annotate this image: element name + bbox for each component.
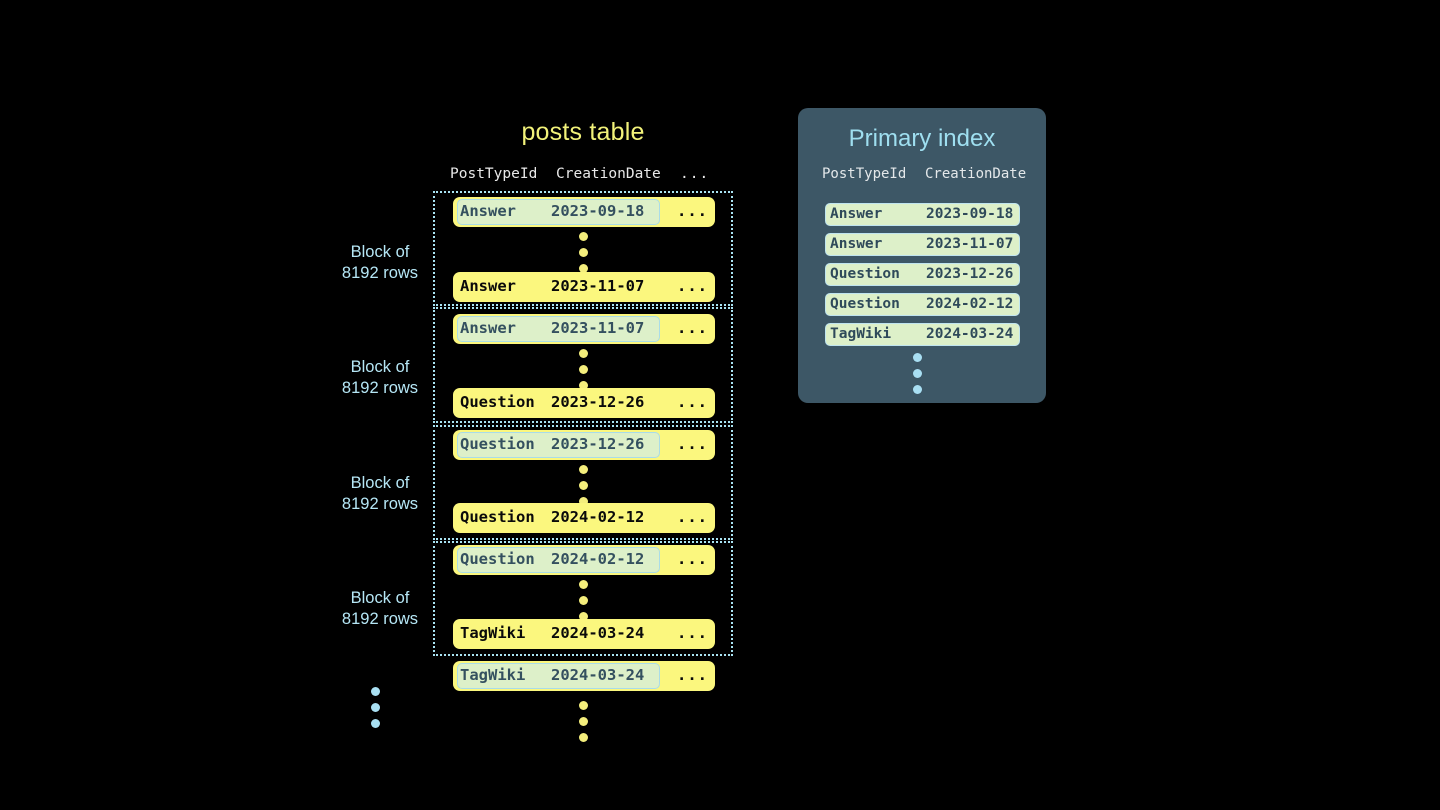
- posts-table-diagram: posts table PostTypeId CreationDate ... …: [330, 118, 750, 748]
- index-continuation-dots: [913, 353, 923, 394]
- row-cell-posttypeid: Question: [460, 435, 535, 453]
- block-label-2-line2: 8192 rows: [341, 379, 419, 397]
- row-cell-creationdate: 2024-03-24: [551, 666, 645, 684]
- row-cell-creationdate: 2023-11-07: [551, 277, 645, 295]
- block-boundary-4: [433, 541, 733, 656]
- table-row[interactable]: Question 2023-12-26 ...: [453, 388, 715, 418]
- row-cell-posttypeid: Question: [460, 550, 535, 568]
- block-boundary-3: [433, 425, 733, 540]
- block-label-3-line2: 8192 rows: [341, 495, 419, 513]
- primary-index-panel: Primary index PostTypeId CreationDate An…: [798, 108, 1046, 403]
- index-column-header-creationdate: CreationDate: [925, 166, 1027, 182]
- row-cell-posttypeid: Answer: [460, 202, 516, 220]
- posts-table-column-headers: PostTypeId CreationDate ...: [433, 166, 733, 188]
- row-cell-ellipsis: ...: [677, 202, 708, 220]
- index-row[interactable]: Answer 2023-11-07: [825, 233, 1020, 256]
- index-row[interactable]: TagWiki 2024-03-24: [825, 323, 1020, 346]
- posts-table-title: posts table: [521, 118, 645, 146]
- index-row[interactable]: Question 2023-12-26: [825, 263, 1020, 286]
- block-label-2-line1: Block of: [350, 358, 410, 376]
- block-label-2: Block of 8192 rows: [330, 357, 430, 399]
- table-row[interactable]: Question 2024-02-12 ...: [453, 503, 715, 533]
- primary-index-title: Primary index: [848, 125, 996, 152]
- row-cell-creationdate: 2023-12-26: [551, 393, 645, 411]
- row-key-highlight: [457, 316, 660, 342]
- column-header-creationdate: CreationDate: [556, 166, 661, 182]
- primary-index-column-headers: PostTypeId CreationDate: [798, 166, 1046, 186]
- index-cell-creationdate: 2023-12-26: [926, 266, 1014, 282]
- row-key-highlight: [457, 432, 660, 458]
- index-cell-posttypeid: Question: [830, 296, 900, 312]
- row-cell-posttypeid: Question: [460, 508, 535, 526]
- index-row[interactable]: Question 2024-02-12: [825, 293, 1020, 316]
- block-label-4-line1: Block of: [350, 589, 410, 607]
- table-row[interactable]: Answer 2023-11-07 ...: [453, 314, 715, 344]
- table-continuation-dots: [579, 701, 589, 742]
- column-header-posttypeid: PostTypeId: [450, 166, 538, 182]
- row-cell-ellipsis: ...: [677, 624, 708, 642]
- block-label-4-line2: 8192 rows: [341, 610, 419, 628]
- row-cell-posttypeid: Answer: [460, 319, 516, 337]
- row-cell-posttypeid: TagWiki: [460, 624, 526, 642]
- block-label-1: Block of 8192 rows: [330, 242, 430, 284]
- table-row[interactable]: Question 2024-02-12 ...: [453, 545, 715, 575]
- index-cell-posttypeid: Question: [830, 266, 900, 282]
- row-cell-ellipsis: ...: [677, 435, 708, 453]
- row-ellipsis-dots-4: [579, 580, 589, 621]
- block-label-1-line1: Block of: [350, 243, 410, 261]
- table-row[interactable]: Answer 2023-09-18 ...: [453, 197, 715, 227]
- row-key-highlight: [457, 547, 660, 573]
- block-boundary-1: [433, 191, 733, 306]
- index-cell-creationdate: 2024-02-12: [926, 296, 1014, 312]
- row-ellipsis-dots-2: [579, 349, 589, 390]
- index-cell-posttypeid: TagWiki: [830, 326, 892, 342]
- block-label-1-line2: 8192 rows: [341, 264, 419, 282]
- row-cell-ellipsis: ...: [677, 319, 708, 337]
- block-label-4: Block of 8192 rows: [330, 588, 430, 630]
- block-label-3-line1: Block of: [350, 474, 410, 492]
- row-cell-ellipsis: ...: [677, 666, 708, 684]
- index-column-header-posttypeid: PostTypeId: [822, 166, 907, 182]
- row-cell-ellipsis: ...: [677, 550, 708, 568]
- index-cell-posttypeid: Answer: [830, 206, 883, 222]
- column-header-ellipsis: ...: [680, 166, 710, 182]
- row-cell-creationdate: 2024-03-24: [551, 624, 645, 642]
- table-row[interactable]: Question 2023-12-26 ...: [453, 430, 715, 460]
- row-cell-ellipsis: ...: [677, 393, 708, 411]
- row-cell-ellipsis: ...: [677, 508, 708, 526]
- row-cell-creationdate: 2023-11-07: [551, 319, 645, 337]
- row-cell-ellipsis: ...: [677, 277, 708, 295]
- table-row[interactable]: TagWiki 2024-03-24 ...: [453, 661, 715, 691]
- row-cell-posttypeid: Answer: [460, 277, 516, 295]
- row-cell-creationdate: 2024-02-12: [551, 508, 645, 526]
- index-cell-creationdate: 2024-03-24: [926, 326, 1014, 342]
- table-row[interactable]: TagWiki 2024-03-24 ...: [453, 619, 715, 649]
- row-cell-posttypeid: TagWiki: [460, 666, 526, 684]
- index-cell-creationdate: 2023-09-18: [926, 206, 1014, 222]
- table-row[interactable]: Answer 2023-11-07 ...: [453, 272, 715, 302]
- index-cell-posttypeid: Answer: [830, 236, 883, 252]
- block-label-3: Block of 8192 rows: [330, 473, 430, 515]
- row-cell-creationdate: 2023-12-26: [551, 435, 645, 453]
- row-cell-creationdate: 2024-02-12: [551, 550, 645, 568]
- row-ellipsis-dots-3: [579, 465, 589, 506]
- row-key-highlight: [457, 199, 660, 225]
- row-cell-posttypeid: Question: [460, 393, 535, 411]
- row-cell-creationdate: 2023-09-18: [551, 202, 645, 220]
- row-ellipsis-dots-1: [579, 232, 589, 273]
- row-key-highlight: [457, 663, 660, 689]
- index-cell-creationdate: 2023-11-07: [926, 236, 1014, 252]
- block-boundary-2: [433, 307, 733, 423]
- index-row[interactable]: Answer 2023-09-18: [825, 203, 1020, 226]
- blocks-continuation-dots: [371, 687, 381, 728]
